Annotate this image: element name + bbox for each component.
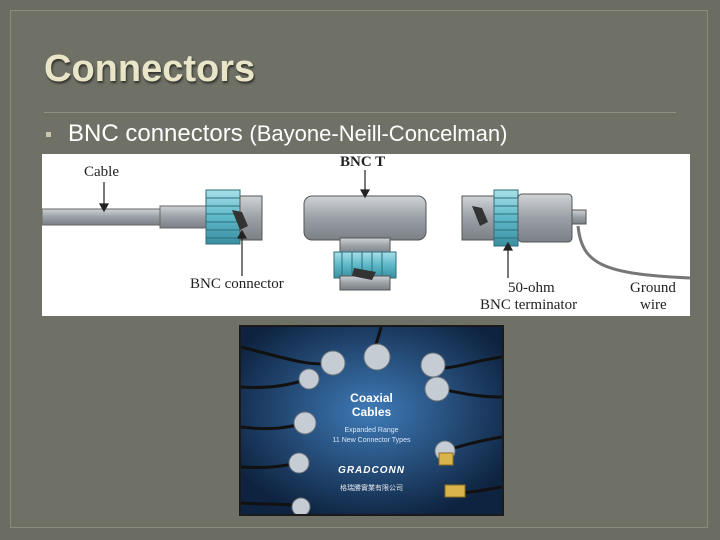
- bullet-main: BNC connectors: [68, 120, 243, 147]
- poster-brand-logo: GRADCONN: [338, 465, 405, 476]
- cable: [42, 208, 163, 226]
- coaxial-poster: Coaxial Cables Expanded Range 11 New Con…: [239, 325, 504, 516]
- bullet-marker: [46, 132, 51, 137]
- slide-title: Connectors: [44, 48, 256, 90]
- terminator-slot: [472, 206, 488, 226]
- poster-company-name: 格瑞勝實業有限公司: [340, 485, 403, 492]
- title-divider: [44, 112, 676, 113]
- label-terminator-line2: BNC terminator: [480, 297, 578, 313]
- label-bnc-t: BNC T: [340, 154, 386, 170]
- bnc-connector-slot: [232, 210, 248, 230]
- bnc-t-slot: [352, 268, 376, 280]
- poster-sub-line1: Expanded Range: [344, 427, 399, 434]
- label-bnc-connector: BNC connector: [190, 276, 284, 292]
- label-ground-line2: wire: [640, 297, 667, 313]
- terminator-tip: [571, 209, 587, 225]
- cable-strain: [159, 205, 209, 229]
- bullet-text: BNC connectors (Bayone-Neill-Concelman): [68, 120, 507, 148]
- poster-heading-line1: Coaxial: [350, 391, 393, 405]
- poster-heading-line2: Cables: [351, 405, 392, 419]
- label-terminator-line1: 50-ohm: [508, 280, 555, 296]
- bnc-diagram-drawing: [42, 170, 690, 291]
- label-cable: Cable: [84, 164, 119, 180]
- ground-wire: [576, 225, 690, 280]
- terminator-body: [517, 193, 573, 243]
- bullet-parenthetical: (Bayone-Neill-Concelman): [249, 121, 508, 146]
- bnc-t-body: [303, 195, 427, 241]
- label-ground-line1: Ground: [630, 280, 676, 296]
- poster-sub-line2: 11 New Connector Types: [332, 437, 411, 444]
- bnc-connector-ribs: [205, 189, 241, 245]
- bnc-diagram: BNC T Cable BNC connector 50-ohm BNC ter…: [42, 154, 690, 316]
- poster-artwork: [241, 327, 502, 514]
